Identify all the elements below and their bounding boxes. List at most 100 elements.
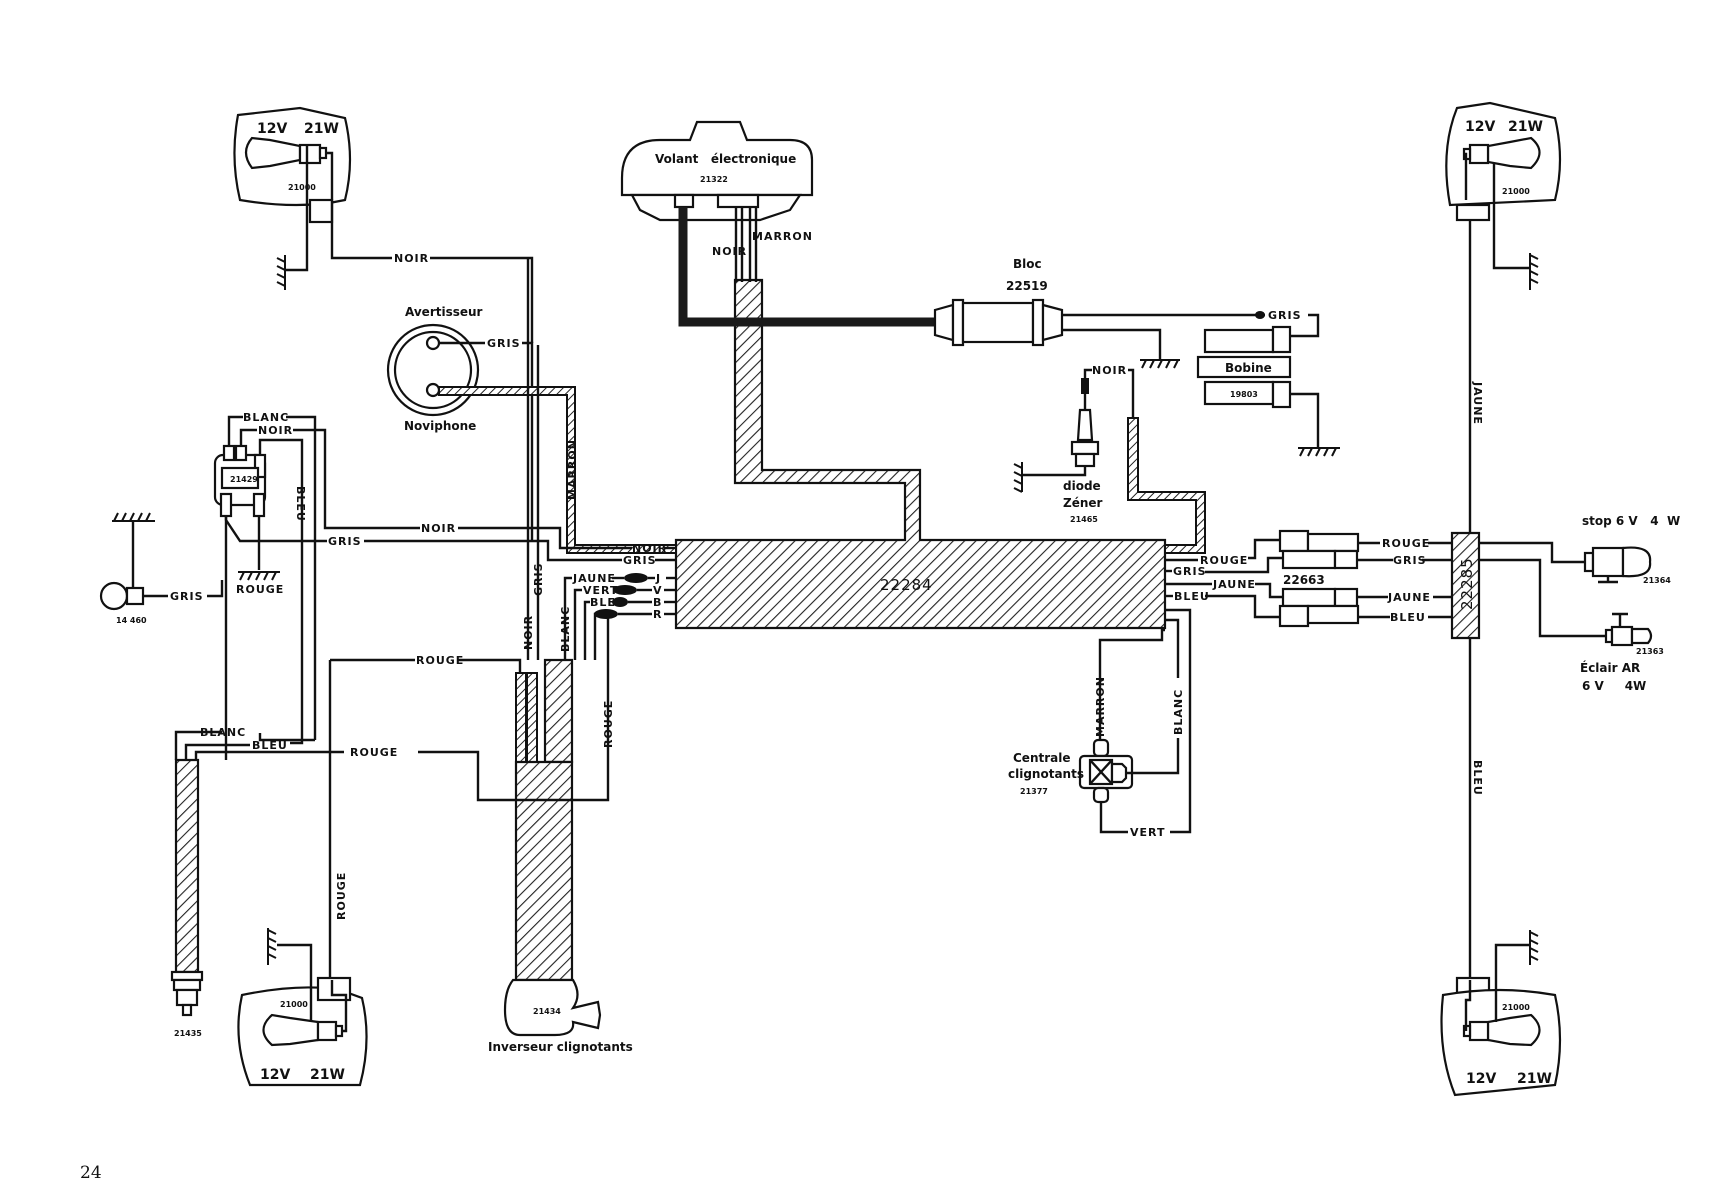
diode-ref: 21465 xyxy=(1070,515,1098,524)
main-harness-ref: 22284 xyxy=(880,576,933,594)
wire-label-gris-bulb: GRIS xyxy=(170,590,204,603)
wire-label-bleu-rc: BLEU xyxy=(1174,590,1210,603)
bobine-label: Bobine xyxy=(1225,361,1272,375)
wire-label-noir-main: NOIR xyxy=(421,522,456,535)
lamp-rear-right-ref: 21000 xyxy=(1502,1003,1530,1012)
wire-label-bleu-switch: BLEU xyxy=(294,486,307,522)
lamp-rear-right: 12V 21W 21000 xyxy=(1440,976,1562,1097)
wire-label-gris-rh: GRIS xyxy=(1393,554,1427,567)
avertisseur-noviphone: Avertisseur Noviphone xyxy=(386,305,483,433)
wire-label-bleu-rh: BLEU xyxy=(1390,611,1426,624)
wire-label-gris-avertisseur: GRIS xyxy=(487,337,521,350)
wire-label-rouge-rear-left: ROUGE xyxy=(335,872,348,920)
small-bulb: 14 460 xyxy=(99,581,147,625)
wire-label-noir-front: NOIR xyxy=(394,252,429,265)
ground-symbol xyxy=(1013,462,1023,493)
diode-label-2: Zéner xyxy=(1063,496,1103,510)
stop-lamp: stop 6 V 4 W 21364 xyxy=(1582,514,1680,585)
switch-left-ref: 21429 xyxy=(230,475,258,484)
centrale-clignotants: MARRON Centrale clignotants 21377 xyxy=(1008,680,1134,804)
wire-label-gris-harness: GRIS xyxy=(623,554,657,567)
lamp-front-left-voltage: 12V xyxy=(257,121,287,137)
bobine: Bobine 19803 xyxy=(1196,325,1292,409)
wire-label-gris-switch: GRIS xyxy=(328,535,362,548)
ground-symbol xyxy=(112,512,155,522)
eclair-lamp-label: Éclair AR xyxy=(1580,660,1640,675)
lamp-rear-right-wattage: 21W xyxy=(1517,1071,1552,1087)
rear-harness: 22285 xyxy=(1450,531,1481,640)
eclair-lamp: 21363 Éclair AR 6 V 4W xyxy=(1580,612,1664,693)
wire-label-blanc-switch: BLANC xyxy=(243,411,289,424)
lamp-front-left-wattage: 21W xyxy=(304,121,339,137)
wire-label-marron-avertisseur: MARRON xyxy=(566,439,579,500)
wire-label-rouge-lower: ROUGE xyxy=(350,746,398,759)
wire-label-noir-switch: NOIR xyxy=(258,424,293,437)
wire-label-jaune-rh: JAUNE xyxy=(1387,591,1431,604)
wire-label-noir: NOIR xyxy=(712,245,747,258)
wire-label-rouge-conn: ROUGE xyxy=(602,700,615,748)
wire-label-jaune-conn: JAUNE xyxy=(572,572,616,585)
wire-label-blanc-cl: BLANC xyxy=(1172,689,1185,735)
wire-label-blanc-vertical: BLANC xyxy=(559,606,572,652)
centrale-label-2: clignotants xyxy=(1008,767,1084,781)
inverseur-label: Inverseur clignotants xyxy=(488,1040,633,1054)
diode-zener: NOIR diode Zéner 21465 xyxy=(1013,364,1135,524)
rear-harness-ref: 22285 xyxy=(1458,557,1476,610)
wire-label-rouge-switch: ROUGE xyxy=(236,583,284,596)
spark-plug-cap: 21435 xyxy=(170,758,204,1038)
connector-block: JAUNE J VERT V BLEU B R ROUGE xyxy=(563,572,676,802)
wire-label-marron-cl: MARRON xyxy=(1094,676,1107,737)
lamp-front-left-ref: 21000 xyxy=(288,183,316,192)
rear-connector: 22663 xyxy=(1278,529,1360,628)
centrale-label-1: Centrale xyxy=(1013,751,1071,765)
wire-label-noir-vertical: NOIR xyxy=(522,615,535,650)
stop-lamp-label: stop 6 V 4 W xyxy=(1582,514,1680,528)
ground-symbol xyxy=(1298,447,1340,457)
lamp-rear-left: 12V 21W 21000 xyxy=(237,976,368,1087)
lamp-front-right-ref: 21000 xyxy=(1502,187,1530,196)
stop-lamp-ref: 21364 xyxy=(1643,576,1671,585)
lamp-front-left: 12V 21W 21000 xyxy=(233,106,352,224)
inverseur-clignotants: 21434 Inverseur clignotants xyxy=(488,978,633,1054)
wire-label-blanc-lower: BLANC xyxy=(200,726,246,739)
centrale-ref: 21377 xyxy=(1020,787,1048,796)
wire-label-bleu-lower: BLEU xyxy=(252,739,288,752)
wire-label-bleu-backbone: BLEU xyxy=(1471,760,1484,796)
eclair-lamp-ref: 21363 xyxy=(1636,647,1664,656)
eclair-lamp-spec: 6 V 4W xyxy=(1582,679,1646,693)
ground-symbol xyxy=(276,255,286,290)
lamp-front-right-wattage: 21W xyxy=(1508,119,1543,135)
bobine-ref: 19803 xyxy=(1230,390,1258,399)
wire-label-gris-bobine: GRIS xyxy=(1268,309,1302,322)
avertisseur-subname: Noviphone xyxy=(404,419,476,433)
avertisseur-label: Avertisseur xyxy=(405,305,483,319)
pin-v: V xyxy=(653,584,663,597)
wire-label-vert-cl: VERT xyxy=(1130,826,1166,839)
ground-symbol xyxy=(1140,359,1180,369)
spark-plug-ref: 21435 xyxy=(174,1029,202,1038)
wire-label-rouge-upper: ROUGE xyxy=(416,654,464,667)
wire-label-gris-rc: GRIS xyxy=(1173,565,1207,578)
pin-r: R xyxy=(653,608,662,621)
bloc-ref: 22519 xyxy=(1006,279,1048,293)
volant-electronique: Volant électronique 21322 xyxy=(620,120,814,222)
page-number: 24 xyxy=(80,1163,102,1183)
pin-j: J xyxy=(655,572,661,585)
ground-symbol xyxy=(238,571,280,581)
pin-b: B xyxy=(653,596,662,609)
main-harness: 22284 xyxy=(674,278,1167,630)
bloc-label: Bloc xyxy=(1013,257,1042,271)
lamp-rear-left-voltage: 12V xyxy=(260,1067,290,1083)
bloc-condensateur: Bloc 22519 xyxy=(933,257,1064,347)
rear-connector-ref: 22663 xyxy=(1283,573,1325,587)
lamp-rear-right-voltage: 12V xyxy=(1466,1071,1496,1087)
lamp-rear-left-ref: 21000 xyxy=(280,1000,308,1009)
volant-ref: 21322 xyxy=(700,175,728,184)
wire-label-marron: MARRON xyxy=(752,230,813,243)
lamp-front-right-voltage: 12V xyxy=(1465,119,1495,135)
switch-left: 21429 xyxy=(213,444,267,518)
lamp-front-right: 12V 21W 21000 xyxy=(1445,101,1562,222)
wire-label-vert-conn: VERT xyxy=(583,584,619,597)
wire-label-noir-harness: NOIR xyxy=(632,542,667,555)
